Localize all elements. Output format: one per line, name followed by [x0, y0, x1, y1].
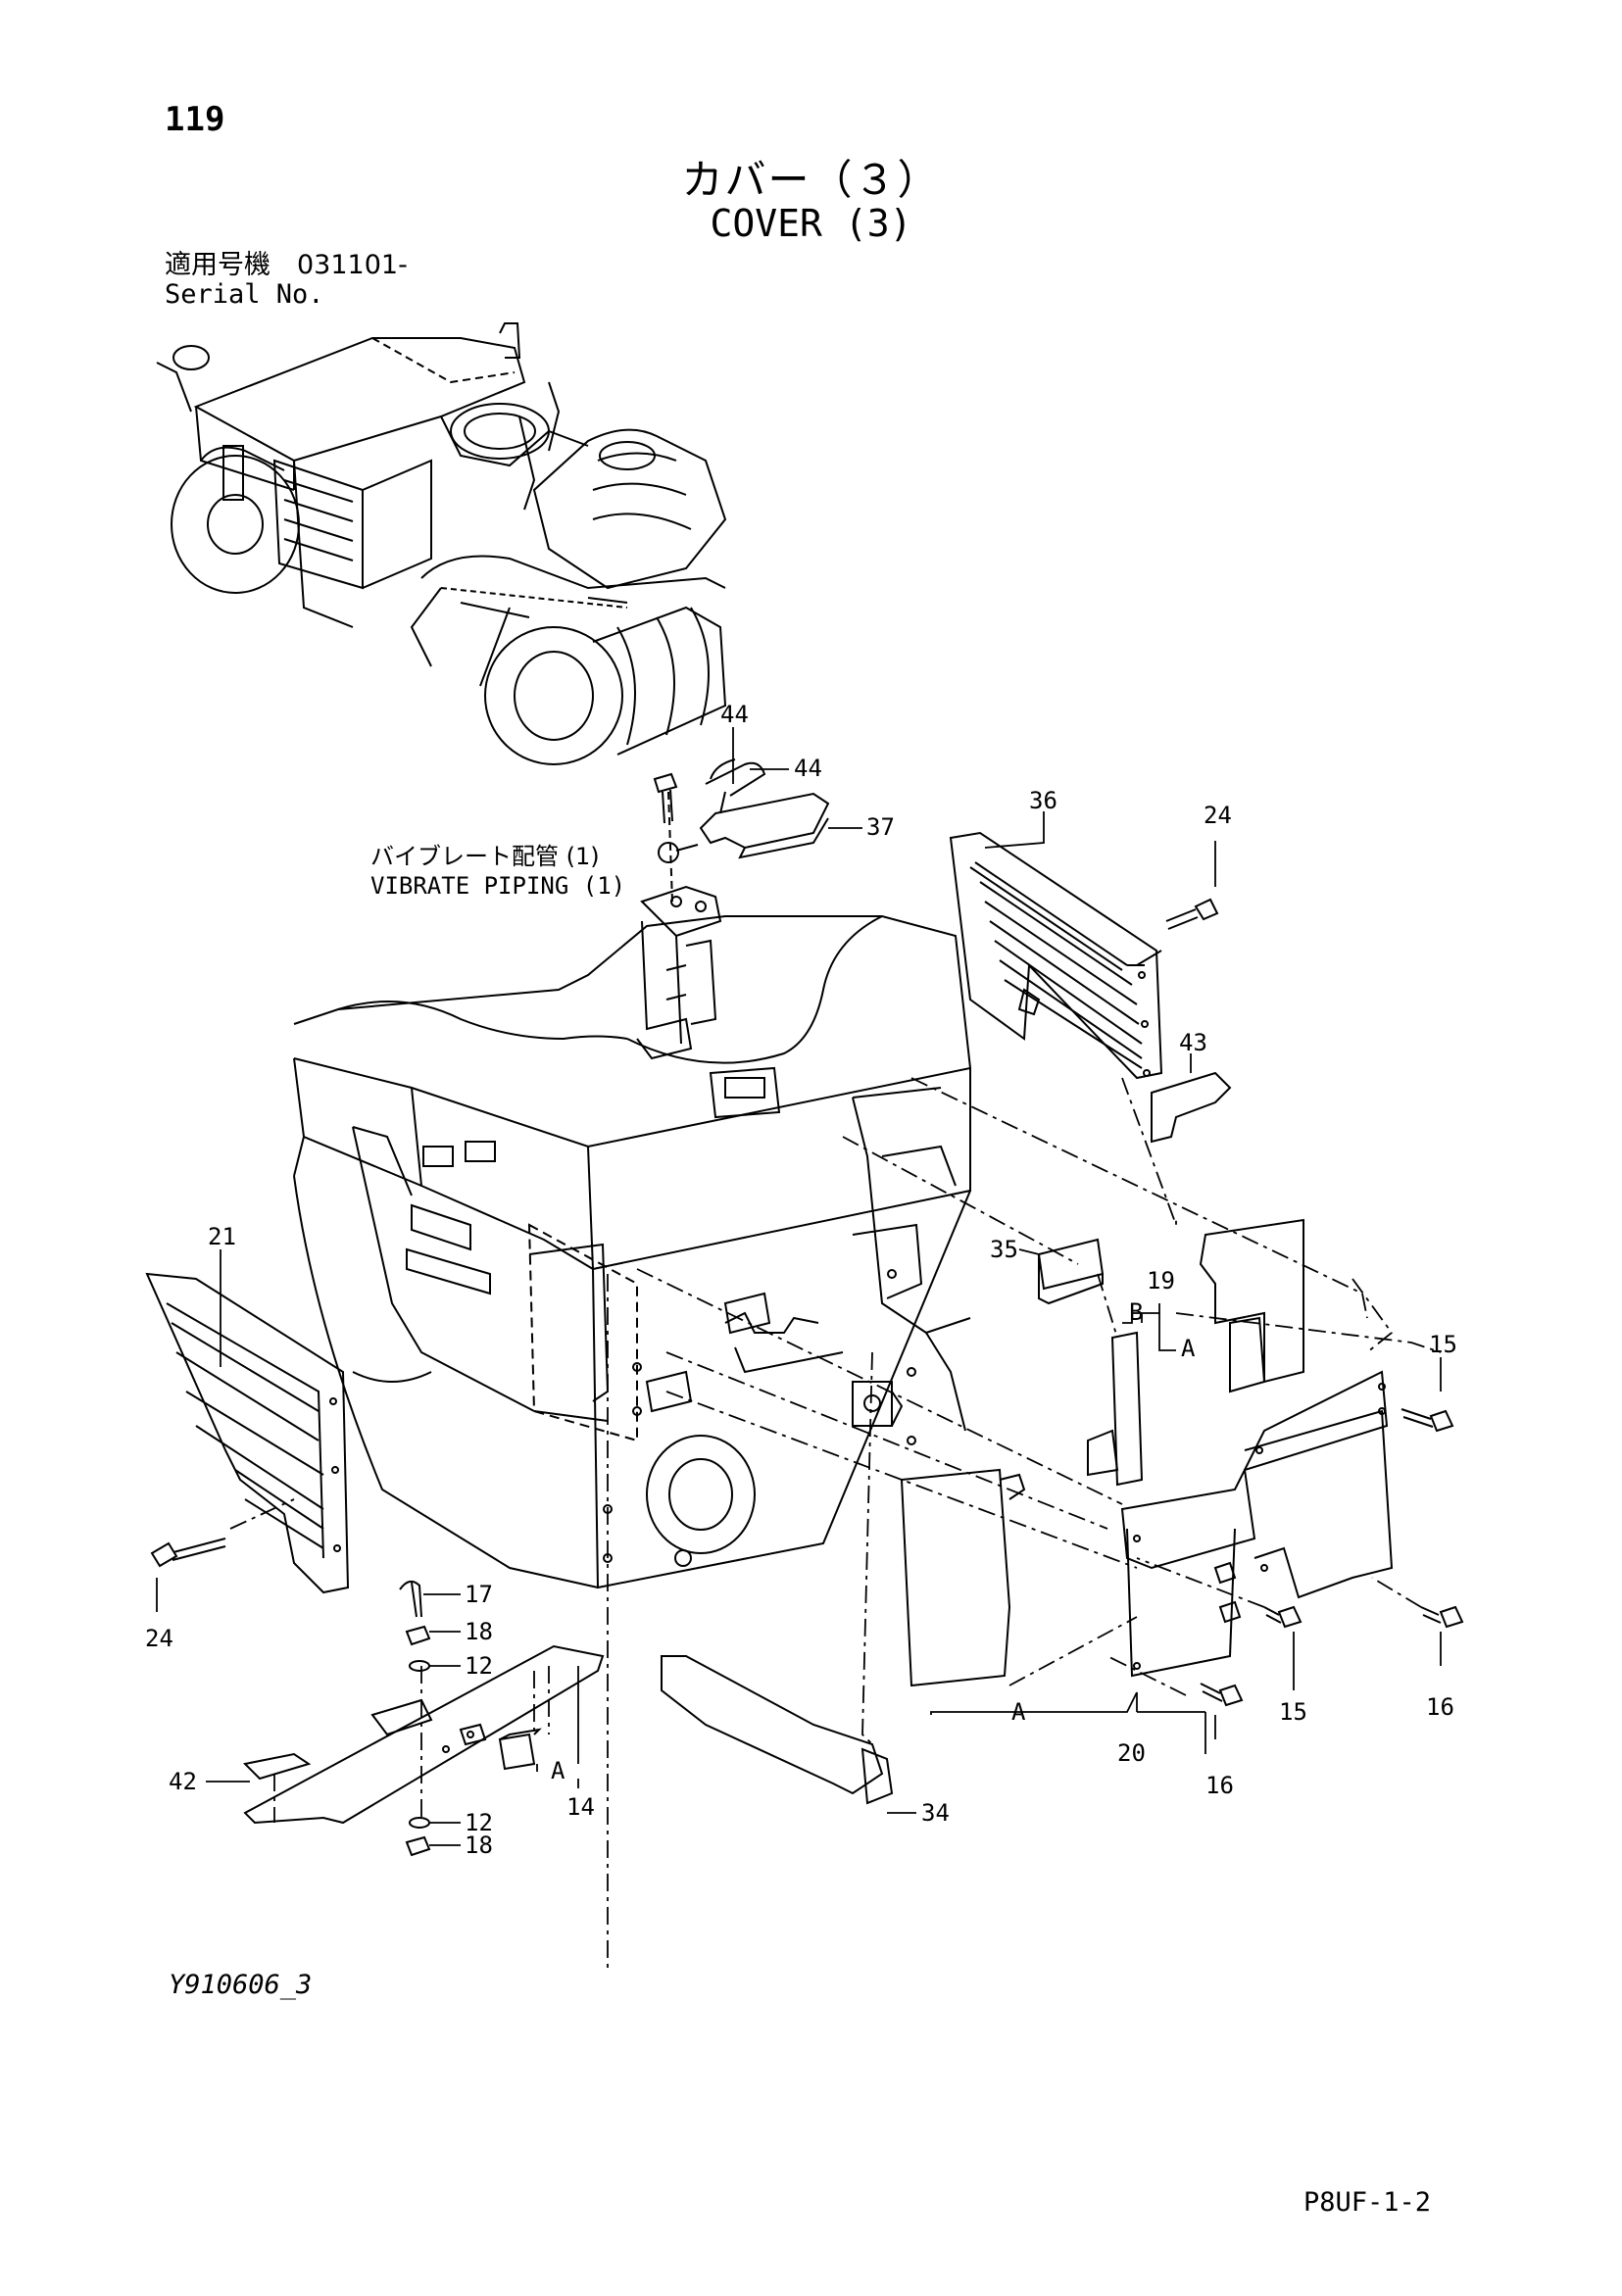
- callout-labels: 44 44 37 36 24 43 21 35 19 B A 15 24 17 …: [145, 701, 1457, 1859]
- callout-44-upper: 44: [720, 701, 749, 728]
- part-35-block: [1037, 1238, 1105, 1305]
- sheet-reference: P8UF-1-2: [1303, 2187, 1432, 2218]
- bolt-15-lower: [1263, 1605, 1303, 1629]
- drawing-code: Y910606_3: [169, 1970, 313, 2000]
- part-37-plate: [675, 792, 830, 859]
- note-vibrate-piping-jp: バイブレート配管 (1): [370, 843, 600, 870]
- callout-42: 42: [169, 1768, 197, 1795]
- callout-35: 35: [990, 1236, 1018, 1263]
- callout-15-lower: 15: [1279, 1698, 1307, 1726]
- callout-18-upper: 18: [465, 1618, 493, 1645]
- callout-a-lower: A: [1011, 1698, 1026, 1726]
- bolt-15-right: [1401, 1408, 1454, 1433]
- bolt-top: [653, 772, 679, 903]
- part-20-panels: [1120, 1370, 1394, 1678]
- callout-18-lower: 18: [465, 1832, 493, 1859]
- callout-19: 19: [1147, 1267, 1175, 1295]
- serial-block: 適用号機 031101- Serial No.: [165, 251, 408, 310]
- callout-37: 37: [866, 813, 895, 841]
- callout-24-upper: 24: [1204, 802, 1232, 829]
- callout-15-upper: 15: [1429, 1331, 1457, 1358]
- serial-english: Serial No.: [165, 279, 324, 310]
- machine-overview-illustration: [156, 322, 727, 765]
- callout-a-upper: A: [1181, 1335, 1196, 1362]
- part-18-nuts-and-12-washers: [405, 1625, 431, 1857]
- callout-14: 14: [566, 1793, 595, 1821]
- callout-b: B: [1129, 1298, 1143, 1326]
- bolt-16-right: [1420, 1605, 1464, 1629]
- part-36-louver-grille: [949, 831, 1163, 1080]
- part-19-plates: [1087, 1218, 1304, 1487]
- callout-a-middle: A: [551, 1757, 565, 1784]
- part-21-left-grille: [145, 1272, 350, 1594]
- callout-16-lower: 16: [1205, 1772, 1234, 1799]
- callout-24-lower: 24: [145, 1625, 173, 1652]
- vibrate-piping-bracket: [636, 885, 722, 1060]
- assembly-center-lines: [229, 1077, 1442, 1970]
- part-42-tab: [242, 1752, 312, 1781]
- part-14-frame-bar: [243, 1644, 605, 1825]
- callout-16-right: 16: [1426, 1693, 1454, 1721]
- callout-43: 43: [1179, 1029, 1207, 1056]
- title-english: COVER (3): [710, 202, 912, 245]
- part-a-block: [498, 1728, 542, 1771]
- serial-japanese: 適用号機 031101-: [165, 250, 408, 280]
- callout-36: 36: [1029, 787, 1057, 814]
- callout-21: 21: [208, 1223, 236, 1250]
- leader-lines: [156, 727, 1442, 1846]
- part-34-lower-bar: [661, 1468, 1026, 1805]
- callout-12-upper: 12: [465, 1652, 493, 1680]
- callout-12-lower: 12: [465, 1809, 493, 1836]
- bolt-24-right: [1165, 898, 1219, 930]
- rear-body-frame: [293, 915, 972, 1589]
- bolt-24-left: [150, 1538, 226, 1568]
- part-17-u-bolt: [399, 1580, 422, 1618]
- title-japanese: カバー（３）: [681, 156, 941, 204]
- callout-20: 20: [1117, 1739, 1146, 1767]
- callout-44-right: 44: [794, 755, 822, 782]
- part-43-bracket: [1151, 1071, 1232, 1144]
- callout-17: 17: [465, 1581, 493, 1608]
- bolt-16-lower: [1200, 1683, 1244, 1707]
- callout-34: 34: [921, 1799, 950, 1827]
- page-number: 119: [165, 100, 225, 139]
- note-vibrate-piping-en: VIBRATE PIPING (1): [370, 872, 625, 900]
- part-44-clips: [705, 758, 766, 814]
